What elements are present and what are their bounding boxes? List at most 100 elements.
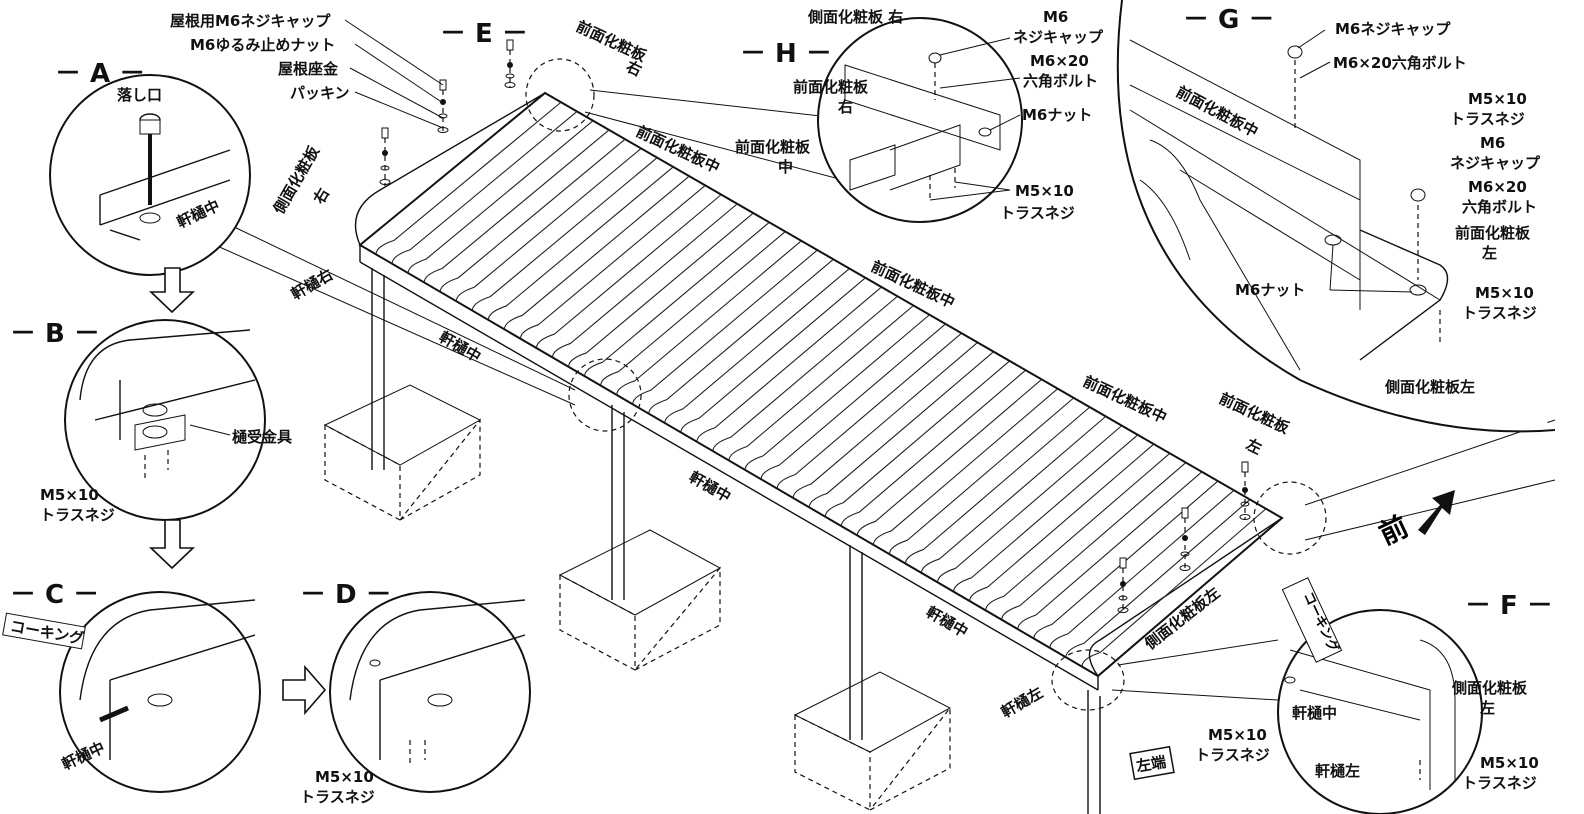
roof-rib bbox=[535, 194, 722, 349]
roof-rib bbox=[616, 240, 802, 395]
label-gutter-right: 軒樋右 bbox=[288, 265, 336, 303]
label-d-truss: トラスネジ bbox=[300, 788, 375, 806]
roof-rib bbox=[872, 388, 1059, 545]
section-d-label: － D － bbox=[300, 580, 392, 610]
label-g-truss-2: トラスネジ bbox=[1462, 304, 1537, 322]
label-b-m5: M5×10 bbox=[40, 486, 99, 504]
roof-rib bbox=[568, 212, 754, 367]
detail-d bbox=[329, 591, 531, 793]
label-h-front-mid-suffix: 中 bbox=[778, 158, 793, 176]
label-side-panel-right: 側面化粧板 bbox=[269, 142, 323, 218]
roof-rib bbox=[904, 406, 1091, 564]
label-g-front-left: 前面化粧板 bbox=[1455, 224, 1531, 242]
label-front-panel-left: 前面化粧板 bbox=[1216, 389, 1292, 437]
roof-rib bbox=[551, 203, 738, 358]
roof-rib bbox=[632, 249, 818, 405]
roof-rib bbox=[600, 231, 786, 386]
label-front-panel-right: 前面化粧板 bbox=[573, 17, 649, 65]
roof-rib bbox=[760, 323, 946, 480]
roof-rib bbox=[519, 184, 706, 339]
roof-rib bbox=[487, 166, 674, 321]
roof-rib bbox=[1049, 489, 1235, 648]
label-h-side-right: 側面化粧板 右 bbox=[807, 8, 903, 26]
label-g-m6-cap-2: ネジキャップ bbox=[1450, 154, 1541, 172]
callout-e bbox=[525, 58, 595, 132]
roof-rib bbox=[985, 452, 1171, 611]
roof-rib bbox=[776, 332, 962, 489]
label-roof-gutter-mid-3: 軒樋中 bbox=[923, 603, 971, 641]
roof-rib bbox=[391, 111, 578, 264]
label-d-m5: M5×10 bbox=[315, 768, 374, 786]
roof-rib bbox=[840, 369, 1027, 527]
detail-g-outline bbox=[1116, 0, 1556, 433]
posts-and-foundations bbox=[323, 268, 1101, 814]
label-front-panel-right-suffix: 右 bbox=[623, 57, 644, 80]
roof-rib bbox=[712, 295, 898, 452]
label-g-m6-nut: M6ナット bbox=[1235, 281, 1305, 299]
roof-rib bbox=[969, 443, 1155, 602]
roof-rib bbox=[455, 148, 642, 302]
roof-rib bbox=[664, 268, 850, 424]
roof-rib bbox=[808, 351, 994, 508]
label-h-m6: M6 bbox=[1043, 8, 1068, 26]
section-e-label: － E － bbox=[440, 19, 528, 49]
roof-rib bbox=[423, 129, 610, 283]
roof-rib bbox=[1001, 462, 1187, 620]
label-f-side-left: 側面化粧板 bbox=[1451, 679, 1528, 697]
roof-rib bbox=[471, 157, 658, 311]
roof-rib bbox=[696, 286, 882, 442]
roof-rib bbox=[920, 415, 1107, 573]
section-h-label: － H － bbox=[740, 39, 832, 69]
label-roof-gutter-mid-1: 軒樋中 bbox=[436, 328, 484, 366]
roof-rib bbox=[856, 378, 1043, 536]
label-f-gutter-mid: 軒樋中 bbox=[1292, 704, 1337, 722]
roof-rib bbox=[744, 314, 930, 470]
label-h-hex-bolt: 六角ボルト bbox=[1023, 72, 1098, 90]
label-h-truss: トラスネジ bbox=[1000, 204, 1075, 222]
label-g-m6x20-hex: M6×20六角ボルト bbox=[1333, 54, 1467, 72]
label-f-m5-2: M5×10 bbox=[1480, 754, 1539, 772]
label-g-m5-2: M5×10 bbox=[1475, 284, 1534, 302]
section-b-label: － B － bbox=[10, 319, 100, 349]
roof-rib bbox=[792, 342, 978, 499]
roof-rib bbox=[439, 138, 626, 292]
roof-rib bbox=[503, 175, 690, 330]
main-roof bbox=[354, 91, 1284, 691]
section-f-label: － F － bbox=[1465, 591, 1553, 621]
roof-rib bbox=[680, 277, 866, 433]
roof-rib bbox=[375, 101, 562, 255]
label-h-front-mid: 前面化粧板 bbox=[735, 138, 811, 156]
label-h-front-right-suffix: 右 bbox=[838, 98, 853, 116]
label-h-front-right: 前面化粧板 bbox=[793, 78, 869, 96]
label-gutter-left: 軒樋左 bbox=[998, 683, 1046, 721]
label-h-m6-nut: M6ナット bbox=[1022, 106, 1092, 124]
label-g-front-left-suffix: 左 bbox=[1481, 244, 1497, 262]
roof-ribs bbox=[375, 101, 1267, 667]
label-roof-cap: 屋根用M6ネジキャップ bbox=[170, 12, 331, 30]
roof-rib bbox=[1033, 480, 1219, 639]
label-g-side-left: 側面化粧板左 bbox=[1384, 378, 1475, 396]
label-roof-washer: 屋根座金 bbox=[278, 60, 339, 78]
label-g-m5: M5×10 bbox=[1468, 90, 1527, 108]
label-f-gutter-left: 軒樋左 bbox=[1315, 762, 1360, 780]
label-lock-nut: M6ゆるみ止めナット bbox=[190, 36, 335, 54]
roof-rib bbox=[584, 221, 770, 377]
label-g-hex-bolt: 六角ボルト bbox=[1462, 198, 1537, 216]
roof-rib bbox=[937, 425, 1123, 583]
roof-rib bbox=[1017, 471, 1203, 630]
label-h-m5: M5×10 bbox=[1015, 182, 1074, 200]
roof-rib bbox=[888, 397, 1075, 555]
label-f-truss-2: トラスネジ bbox=[1462, 774, 1537, 792]
label-g-truss: トラスネジ bbox=[1450, 110, 1525, 128]
roof-bolt-stacks bbox=[379, 39, 1251, 613]
label-g-m6x20: M6×20 bbox=[1468, 178, 1527, 196]
roof-rib bbox=[953, 434, 1139, 592]
label-side-panel-right-suffix: 右 bbox=[310, 185, 333, 207]
roof-rib bbox=[407, 120, 594, 274]
detail-h bbox=[817, 17, 1023, 223]
label-drop-outlet: 落し口 bbox=[117, 86, 162, 104]
label-h-m6x20: M6×20 bbox=[1030, 52, 1089, 70]
label-f-side-left-suffix: 左 bbox=[1479, 699, 1495, 717]
roof-rib bbox=[1065, 499, 1251, 658]
